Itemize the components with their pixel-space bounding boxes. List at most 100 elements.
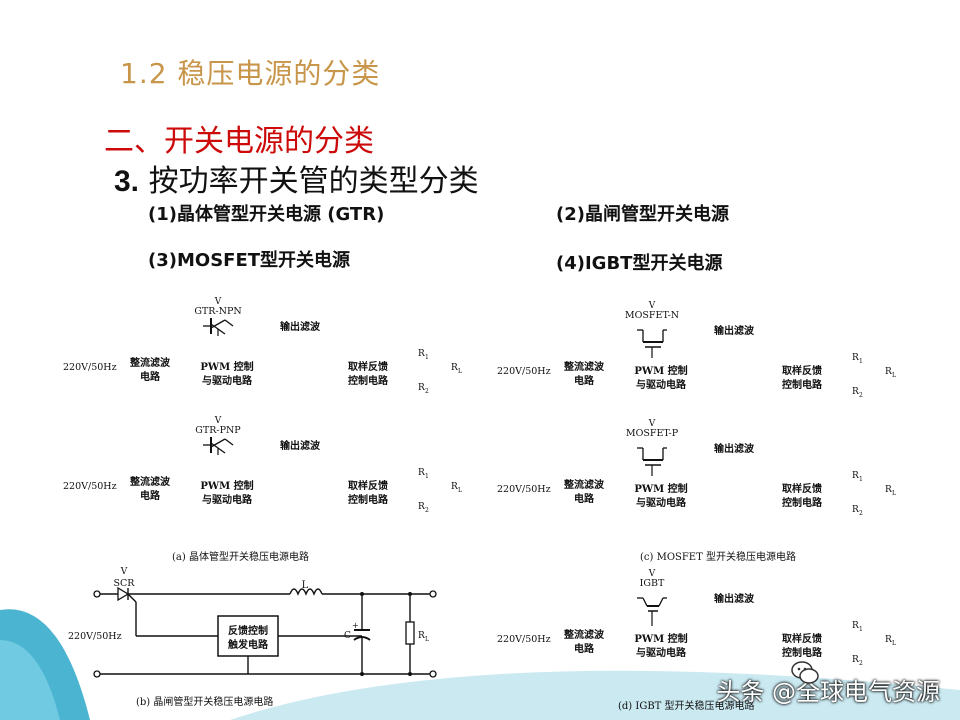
- rl-label: R: [885, 485, 892, 495]
- r1-subscript: 1: [859, 626, 863, 633]
- item-gtr: (1)晶体管型开关电源 (GTR): [148, 204, 385, 225]
- rl-subscript: L: [425, 636, 429, 643]
- heading-3: 3. 按功率开关管的类型分类: [114, 156, 479, 200]
- terminal: [429, 670, 437, 678]
- capacitor-plus-label: +: [352, 621, 359, 630]
- capacitor-plate: [353, 636, 371, 641]
- rectifier-label: 整流滤波: [129, 356, 171, 369]
- rl-subscript: L: [458, 368, 462, 375]
- switch-type-label: IGBT: [640, 578, 665, 589]
- r2-label: R: [852, 387, 859, 397]
- feedback-label: 取样反馈: [348, 479, 388, 492]
- input-voltage-label: 220V/50Hz: [497, 366, 551, 377]
- r2-label: R: [418, 383, 425, 393]
- caption-a: (a) 晶体管型开关稳压电源电路: [172, 550, 309, 563]
- rectifier-label: 电路: [574, 374, 595, 387]
- heading-3-text: 按功率开关管的类型分类: [148, 164, 479, 199]
- capacitor-label: C: [344, 631, 351, 641]
- rectifier-label: 电路: [140, 370, 161, 383]
- switch-v-label: V: [648, 301, 656, 311]
- pwm-label: 与驱动电路: [202, 374, 253, 387]
- input-voltage-label: 220V/50Hz: [497, 634, 551, 645]
- junction: [360, 672, 364, 676]
- feedback-label: 控制电路: [348, 493, 389, 506]
- output-filter-label: 输出滤波: [714, 442, 755, 455]
- input-voltage-label: 220V/50Hz: [68, 631, 122, 642]
- load-resistor: [405, 621, 415, 645]
- rectifier-label: 整流滤波: [563, 360, 605, 373]
- input-voltage-label: 220V/50Hz: [497, 484, 551, 495]
- switch-type-label: MOSFET-P: [626, 428, 679, 439]
- inductor: [289, 588, 323, 596]
- switch-v-label: V: [648, 419, 656, 429]
- r1-label: R: [852, 621, 859, 631]
- scr-trigger-label: 触发电路: [227, 638, 269, 651]
- r2-label: R: [418, 502, 425, 512]
- feedback-label: 取样反馈: [348, 360, 388, 373]
- switch-wire: [224, 438, 234, 446]
- heading-2: 二、开关电源的分类: [104, 124, 374, 159]
- feedback-label: 控制电路: [348, 374, 389, 387]
- switch-wire: [224, 319, 234, 327]
- rectifier-label: 整流滤波: [129, 475, 171, 488]
- switch-v-label: V: [214, 416, 222, 426]
- scr-diode: [117, 586, 130, 602]
- pwm-label: 与驱动电路: [636, 496, 687, 509]
- rl-label: R: [451, 363, 458, 373]
- switch-v-label: V: [648, 569, 656, 579]
- feedback-label: 取样反馈: [782, 632, 822, 645]
- pwm-label: PWM 控制: [200, 479, 253, 492]
- output-filter-label: 输出滤波: [714, 592, 755, 605]
- switch-type-label: MOSFET-N: [625, 310, 679, 321]
- switch-v-label: V: [214, 297, 222, 307]
- pwm-label: PWM 控制: [634, 482, 687, 495]
- heading-3-number: 3.: [114, 165, 140, 198]
- switch-emitter: [210, 319, 226, 329]
- rl-subscript: L: [458, 487, 462, 494]
- switch-wire: [642, 597, 648, 607]
- r2-label: R: [852, 655, 859, 665]
- watermark: 头条 @全球电气资源: [716, 678, 940, 706]
- junction: [408, 672, 412, 676]
- feedback-label: 控制电路: [782, 646, 823, 659]
- r1-label: R: [852, 353, 859, 363]
- r1-label: R: [852, 471, 859, 481]
- feedback-label: 控制电路: [782, 496, 823, 509]
- pwm-label: 与驱动电路: [202, 493, 253, 506]
- wechat-icon: [791, 661, 819, 684]
- terminal: [429, 590, 437, 598]
- r2-subscript: 2: [859, 510, 863, 517]
- r2-subscript: 2: [859, 660, 863, 667]
- input-voltage-label: 220V/50Hz: [63, 481, 117, 492]
- scr-v-label: V: [120, 567, 128, 577]
- switch-wire: [658, 597, 664, 607]
- output-filter-label: 输出滤波: [714, 324, 755, 337]
- caption-b: (b) 晶闸管型开关稳压电源电路: [136, 695, 273, 708]
- pwm-label: PWM 控制: [634, 364, 687, 377]
- rl-subscript: L: [892, 490, 896, 497]
- junction: [360, 592, 364, 596]
- r2-subscript: 2: [425, 388, 429, 395]
- heading-1: 1.2 稳压电源的分类: [120, 57, 381, 90]
- inductor-label: L: [302, 580, 309, 591]
- item-mosfet: (3)MOSFET型开关电源: [148, 250, 351, 271]
- pwm-label: PWM 控制: [200, 360, 253, 373]
- r1-subscript: 1: [425, 354, 429, 361]
- output-filter-label: 输出滤波: [280, 439, 321, 452]
- feedback-label: 取样反馈: [782, 364, 822, 377]
- decor-wave-3: [230, 670, 960, 720]
- switch-emitter: [210, 438, 226, 448]
- rectifier-label: 电路: [140, 489, 161, 502]
- r2-label: R: [852, 505, 859, 515]
- item-scr: (2)晶闸管型开关电源: [556, 204, 729, 225]
- scr-type-label: SCR: [114, 578, 136, 589]
- caption-d: (d) IGBT 型开关稳压电源电路: [618, 699, 755, 712]
- r1-label: R: [418, 349, 425, 359]
